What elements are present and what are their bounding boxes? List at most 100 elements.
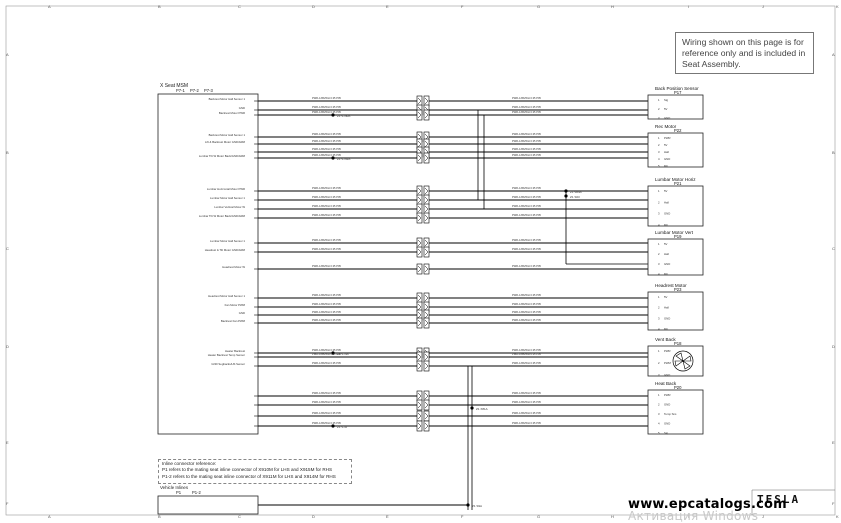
module-connector-label: P7-2 [190, 88, 200, 93]
inline-connector-pair [416, 185, 430, 197]
splice-dot [331, 156, 335, 160]
component-name: Lumbar Motor Horiz [655, 177, 696, 182]
component-pin-label: Mtr [664, 272, 668, 276]
watermark-url: www.epcatalogs.com [628, 497, 787, 512]
vehicle-inline-connector: P1 [176, 490, 182, 495]
component-pin-label: 5V [664, 107, 668, 111]
row-ref: F [832, 501, 835, 506]
wire-tag: PWR-A BK/WH 0.35 P05 [512, 400, 541, 404]
connector-pin-mark [417, 154, 429, 162]
wire-tag: PWR-A BK/WH 0.35 P05 [512, 411, 541, 415]
component-box [647, 132, 704, 168]
vehicle-inline-title: Vehicle Inlines [160, 485, 189, 490]
wire-tag: PWR-A BK/WH 0.35 P05 [512, 132, 541, 136]
connector-pin-mark [417, 265, 429, 273]
wire-tag: PWR-A BK/WH 0.35 P05 [312, 352, 341, 356]
inline-connector-pair [416, 203, 430, 215]
component-pin: 3 [658, 316, 660, 320]
component-name: Lumbar Motor Vert [655, 230, 694, 235]
connector-pin-mark [417, 248, 429, 256]
wire-tag: PWR-A BK/WH 0.35 P05 [312, 238, 341, 242]
col-ref: J [762, 4, 764, 9]
connector-pin-mark [417, 205, 429, 213]
component-pin: 3 [658, 212, 660, 216]
outer-frame [5, 5, 836, 516]
component-pin-label: Hall [664, 200, 669, 204]
splice-label: Z1 S740A [337, 114, 350, 118]
module-pin-label: Headrest Motor W [222, 265, 245, 269]
module-pin-label: Backrest Motor Hall Sensor 1 [209, 97, 246, 101]
wire-tag: PWR-A BK/WH 0.35 P05 [312, 264, 341, 268]
wire-tag: PWR-A BK/WH 0.35 P05 [312, 153, 341, 157]
wire-tag: PWR-A BK/WH 0.35 P05 [312, 105, 341, 109]
inline-connector-pair [416, 263, 430, 275]
module-pin-label: Lumbar Motor Hall Sensor 1 [210, 239, 245, 243]
col-ref: J [762, 514, 764, 519]
col-ref: D [312, 514, 315, 519]
connector-pin-mark [417, 239, 429, 247]
wire-tag: PWR-A BK/WH 0.35 P05 [512, 264, 541, 268]
component-pin: 2 [658, 143, 660, 147]
wire-tag: PWR-A BK/WH 0.35 P05 [312, 318, 341, 322]
component-pin-label: PWM [664, 361, 672, 365]
component-connector: P23 [674, 287, 682, 292]
col-ref: E [386, 4, 389, 9]
row-ref: B [832, 150, 835, 155]
col-ref: B [158, 514, 161, 519]
wire-tag: PWR-A BK/WH 0.35 P05 [512, 361, 541, 365]
connector-half [423, 420, 430, 432]
component-pin-label: GND [664, 422, 670, 426]
wire-tag: PWR-A BK/WH 0.35 P05 [512, 153, 541, 157]
connector-half [416, 109, 423, 121]
inline-connector-pair [416, 399, 430, 411]
component-pin-label: GND [664, 116, 670, 120]
component-pin-label: GND [664, 373, 670, 377]
module-pin-label: Lumbar Horizontal Motor PWR [207, 187, 245, 191]
component-box [647, 94, 704, 120]
col-ref: H [611, 4, 614, 9]
connector-half [423, 109, 430, 121]
component-pin: 1 [658, 295, 660, 299]
component-name: Headrest Motor [655, 283, 687, 288]
inline-connectors [416, 95, 430, 432]
component-pin: 4 [658, 272, 660, 276]
connector-half [416, 246, 423, 258]
inline-connector-pair [416, 292, 430, 304]
wire-tag: PWR-A BK/WH 0.35 P05 [312, 348, 341, 352]
wire-tag: PWR-A BK/WH 0.35 P05 [512, 110, 541, 114]
component-name: Back Position Sensor [655, 86, 699, 91]
connector-half [416, 152, 423, 164]
inline-note-title: Inline connector reference: [162, 461, 217, 466]
wire-tag: PWR-A BK/WH 0.35 P05 [312, 213, 341, 217]
component-name: Rec Motor [655, 124, 677, 129]
connector-pin-mark [417, 187, 429, 195]
col-ref: H [611, 514, 614, 519]
component-pin-label: Mtr [664, 164, 668, 168]
wire-tag: PWR-A BK/WH 0.35 P05 [512, 421, 541, 425]
row-ref: A [6, 52, 9, 57]
component-box [647, 291, 704, 331]
connector-half [423, 317, 430, 329]
component-pin: 4 [658, 157, 660, 161]
wire-tag: PWR-A BK/WH 0.35 P05 [512, 96, 541, 100]
connector-half [423, 212, 430, 224]
component-connector: P21 [674, 181, 682, 186]
component-connector: P17 [674, 90, 682, 95]
inline-connector-pair [416, 237, 430, 249]
connector-pin-mark [417, 353, 429, 361]
col-ref: K [836, 4, 839, 9]
wire-tag: PWR-A BK/WH 0.35 P05 [312, 421, 341, 425]
component-pin: 5 [658, 164, 660, 168]
inline-note-line1: P1 refers to the mating seat inline conn… [162, 467, 333, 473]
wire-tag: PWR-A BK/WH 0.35 P05 [512, 348, 541, 352]
component-pin: 5 [658, 431, 660, 435]
component-pin-label: 5V [664, 143, 668, 147]
row-ref: D [832, 344, 835, 349]
col-ref: C [238, 514, 241, 519]
component-pin: 1 [658, 98, 660, 102]
